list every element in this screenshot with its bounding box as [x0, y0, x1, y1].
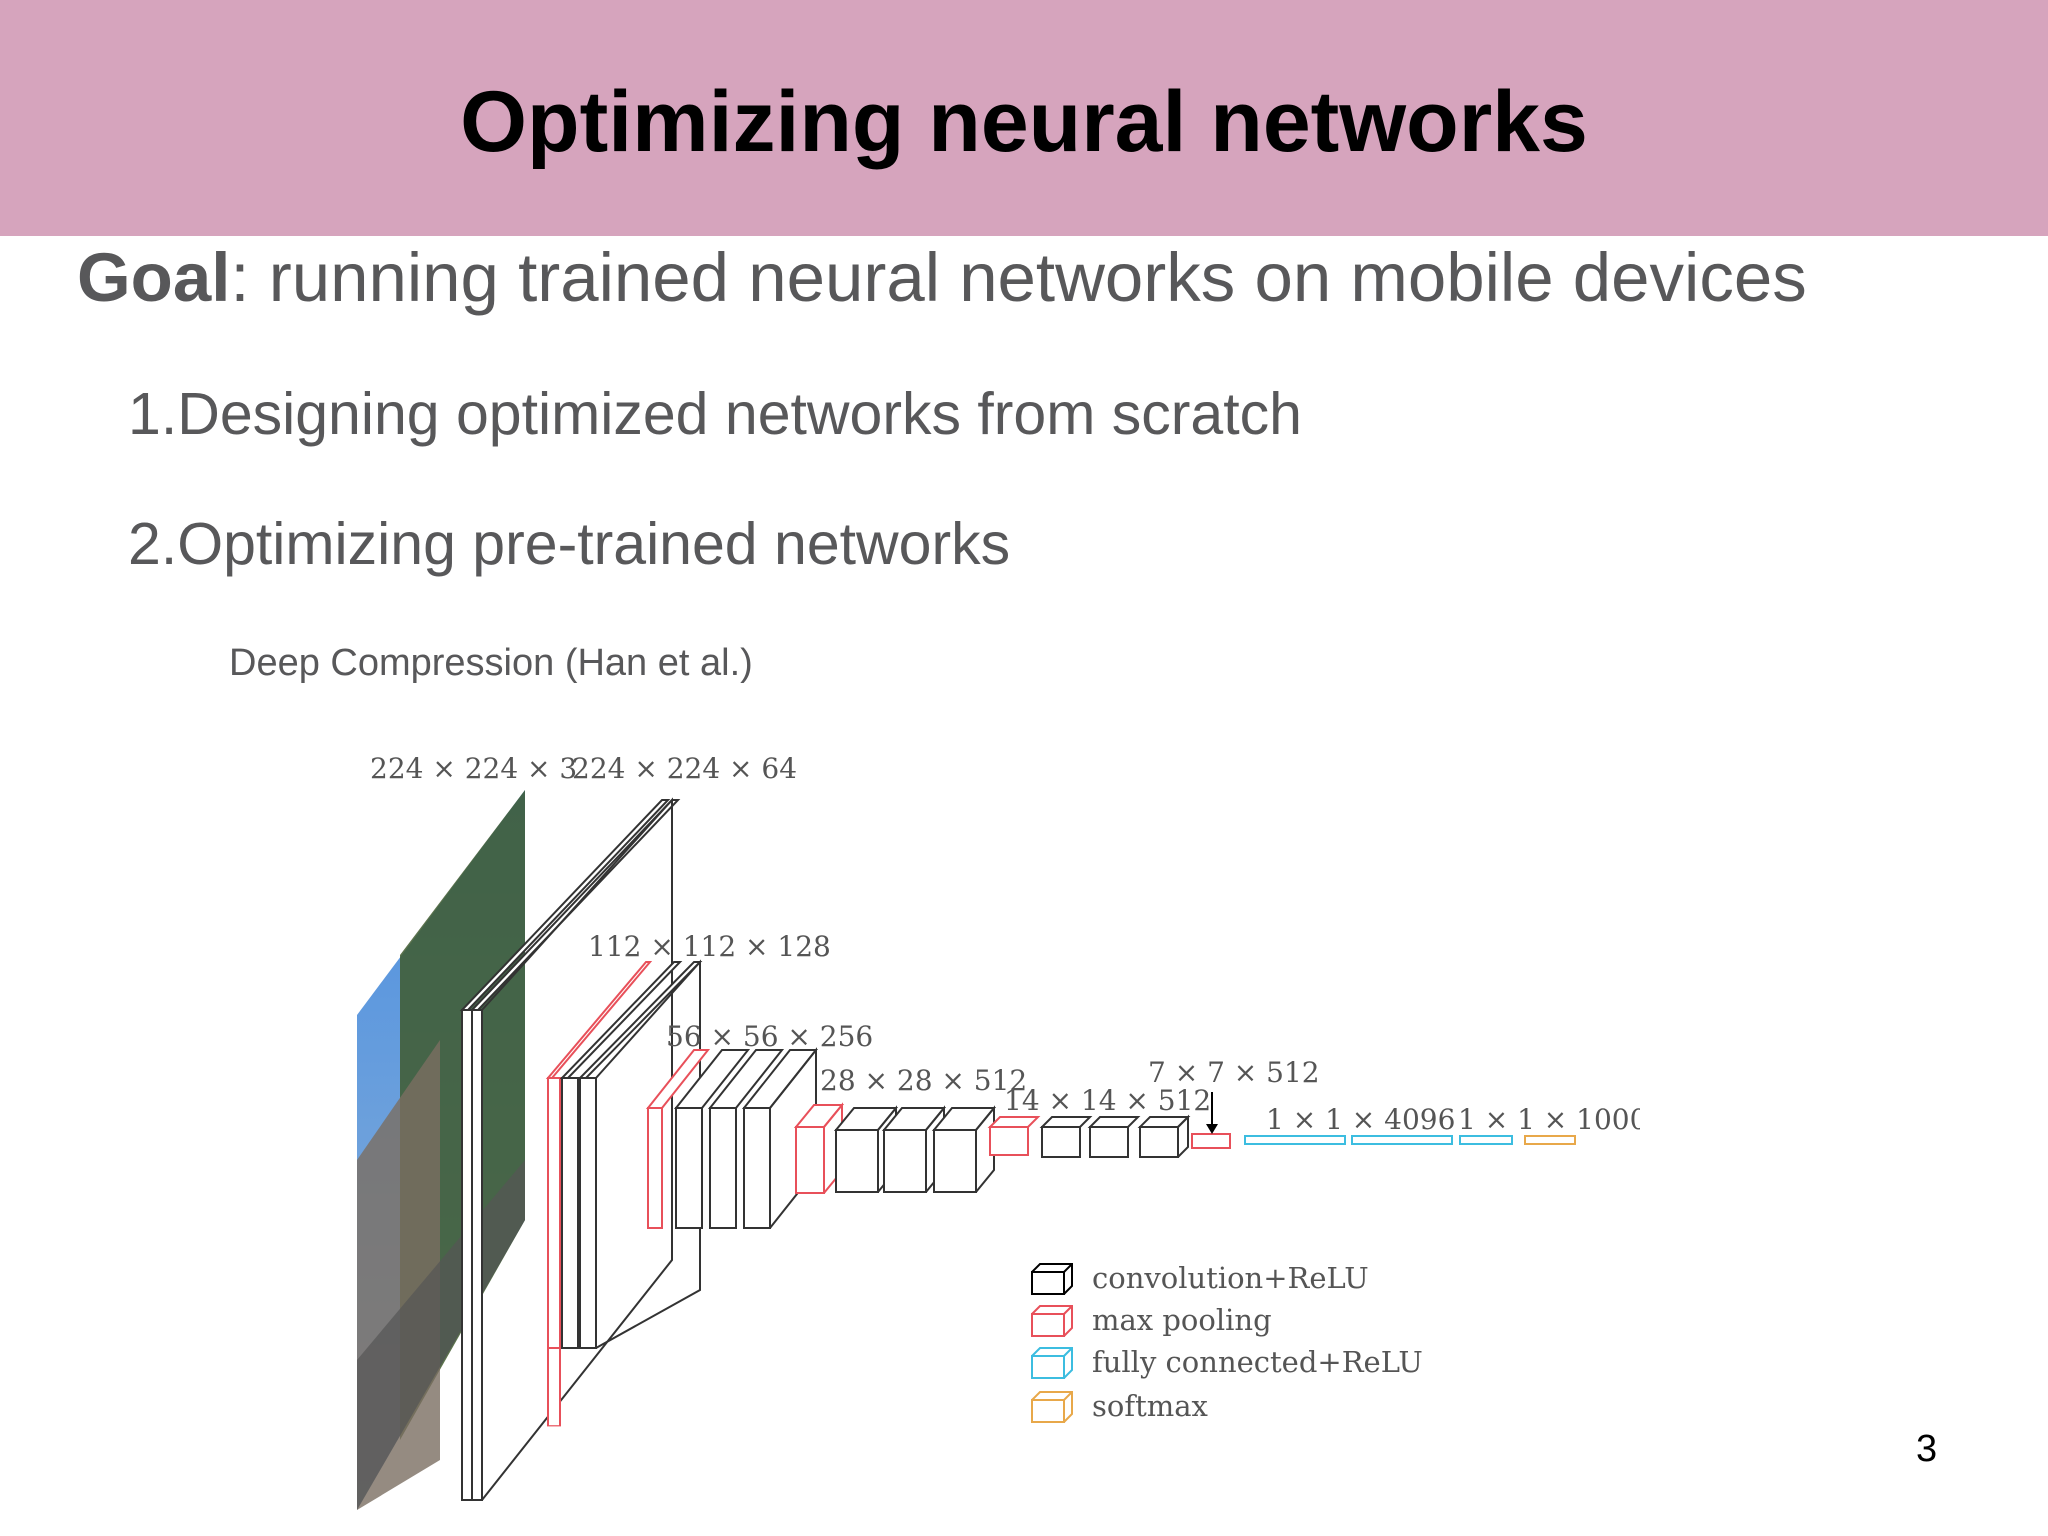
- goal-line: Goal: running trained neural networks on…: [77, 236, 1807, 320]
- list-item-1: 1.Designing optimized networks from scra…: [128, 381, 1302, 447]
- legend-label-pool: max pooling: [1092, 1303, 1272, 1337]
- block-7: [1191, 1092, 1231, 1149]
- label-224x224x64: 224 × 224 × 64: [572, 752, 797, 785]
- title-banner: Optimizing neural networks: [0, 0, 2048, 236]
- goal-text: : running trained neural networks on mob…: [230, 239, 1807, 316]
- label-1x1x4096: 1 × 1 × 4096: [1266, 1103, 1455, 1136]
- legend-softmax-icon: [1031, 1391, 1073, 1423]
- block-56: [645, 1047, 819, 1229]
- block-112: [545, 959, 703, 1427]
- legend: convolution+ReLU max pooling fully conne…: [1031, 1261, 1423, 1423]
- label-14x14x512: 14 × 14 × 512: [1004, 1084, 1211, 1117]
- goal-label: Goal: [77, 239, 231, 316]
- legend-conv-icon: [1031, 1263, 1073, 1295]
- page-number: 3: [1916, 1428, 1938, 1470]
- block-14: [987, 1114, 1191, 1158]
- label-56x56x256: 56 × 56 × 256: [666, 1020, 873, 1053]
- list-item-2: 2.Optimizing pre-trained networks: [128, 511, 1011, 577]
- legend-label-softmax: softmax: [1092, 1389, 1208, 1423]
- legend-pool-icon: [1031, 1305, 1073, 1337]
- label-7x7x512: 7 × 7 × 512: [1148, 1056, 1320, 1089]
- input-image: [357, 790, 525, 1510]
- sub-item-deep-compression: Deep Compression (Han et al.): [229, 642, 753, 684]
- vgg-architecture-diagram: 224 × 224 × 3 224 × 224 × 64 112 × 112 ×…: [357, 752, 1640, 1510]
- legend-fc-icon: [1031, 1347, 1073, 1379]
- legend-label-conv: convolution+ReLU: [1092, 1261, 1369, 1295]
- legend-label-fc: fully connected+ReLU: [1092, 1345, 1423, 1379]
- block-28: [793, 1102, 997, 1194]
- label-112x112x128: 112 × 112 × 128: [588, 930, 831, 963]
- label-28x28x512: 28 × 28 × 512: [820, 1064, 1027, 1097]
- conv-block-224: [459, 797, 681, 1501]
- label-1x1x1000: 1 × 1 × 1000: [1458, 1103, 1640, 1136]
- fc-layers: [1244, 1135, 1576, 1145]
- slide-title: Optimizing neural networks: [460, 74, 1588, 170]
- label-224x224x3: 224 × 224 × 3: [370, 752, 577, 785]
